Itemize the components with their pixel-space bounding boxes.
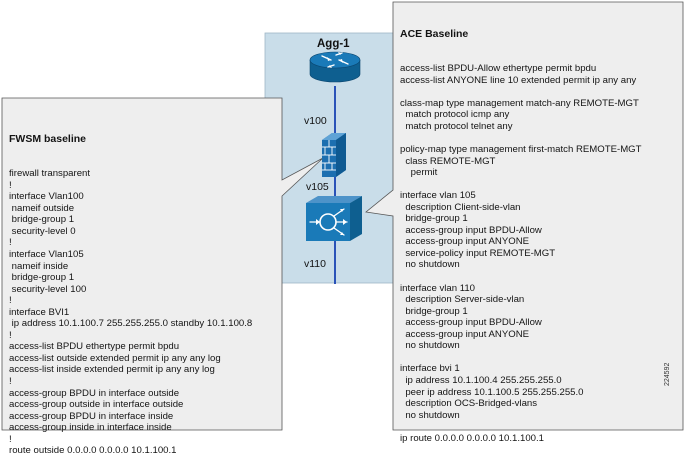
ace-config-line: interface vlan 110 bbox=[400, 282, 476, 294]
ace-module-icon bbox=[306, 196, 362, 241]
ace-config-line: permit bbox=[400, 167, 438, 179]
fwsm-config-line: ! bbox=[9, 237, 12, 249]
fwsm-config-line: access-list inside extended permit ip an… bbox=[9, 364, 215, 376]
fwsm-config-line: ! bbox=[9, 376, 12, 388]
fwsm-config-line: security-level 100 bbox=[9, 283, 87, 295]
ace-config-line: ip address 10.1.100.4 255.255.255.0 bbox=[400, 374, 562, 386]
ace-config-line: peer ip address 10.1.100.5 255.255.255.0 bbox=[400, 386, 584, 398]
fwsm-config-line: security-level 0 bbox=[9, 225, 76, 237]
ace-config-line bbox=[400, 86, 642, 98]
agg-switch-title: Agg-1 bbox=[317, 38, 350, 50]
ace-config-line: no shutdown bbox=[400, 409, 460, 421]
fwsm-config-line: interface BVI1 bbox=[9, 306, 70, 318]
ace-config-line bbox=[400, 352, 642, 364]
ace-config-line: class REMOTE-MGT bbox=[400, 155, 496, 167]
fwsm-config-line: bridge-group 1 bbox=[9, 272, 75, 284]
figure-id: 224592 bbox=[664, 362, 671, 386]
ace-callout-bubble bbox=[365, 1, 684, 431]
ace-config-line: class-map type management match-any REMO… bbox=[400, 97, 639, 109]
ace-config-line bbox=[400, 271, 642, 283]
ace-config-line bbox=[400, 132, 642, 144]
ace-config-line bbox=[400, 179, 642, 191]
ace-config-line: access-group input ANYONE bbox=[400, 328, 530, 340]
fwsm-config-line: ip address 10.1.100.7 255.255.255.0 stan… bbox=[9, 318, 253, 330]
ace-config-line: bridge-group 1 bbox=[400, 213, 468, 225]
network-diagram bbox=[1, 1, 684, 431]
fwsm-config-line: nameif inside bbox=[9, 260, 69, 272]
fwsm-config-line: access-list outside extended permit ip a… bbox=[9, 352, 221, 364]
ace-config-line: access-group input ANYONE bbox=[400, 236, 530, 248]
fwsm-config-lines: firewall transparent!interface Vlan100 n… bbox=[9, 168, 252, 457]
ace-config-line: policy-map type management first-match R… bbox=[400, 144, 642, 156]
router-icon bbox=[309, 51, 361, 83]
ace-config-line: no shutdown bbox=[400, 340, 460, 352]
fwsm-config-line: interface Vlan105 bbox=[9, 249, 84, 261]
ace-config-line: access-list BPDU-Allow ethertype permit … bbox=[400, 63, 597, 75]
fwsm-config-line: access-group outside in interface outsid… bbox=[9, 399, 184, 411]
fwsm-config-line: interface Vlan100 bbox=[9, 191, 84, 203]
ace-config-line: interface bvi 1 bbox=[400, 363, 460, 375]
ace-config-line: access-group input BPDU-Allow bbox=[400, 224, 542, 236]
ace-config-line: description OCS-Bridged-vlans bbox=[400, 398, 538, 410]
ace-config-line: interface vlan 105 bbox=[400, 190, 476, 202]
fwsm-config-line: bridge-group 1 bbox=[9, 214, 75, 226]
ace-config-line: description Client-side-vlan bbox=[400, 201, 521, 213]
ace-config-line: bridge-group 1 bbox=[400, 305, 468, 317]
ace-config-line: no shutdown bbox=[400, 259, 460, 271]
fwsm-title: FWSM baseline bbox=[9, 133, 87, 146]
fwsm-config-line: ! bbox=[9, 295, 12, 307]
fwsm-config-line: ! bbox=[9, 329, 12, 341]
ace-title: ACE Baseline bbox=[400, 28, 469, 41]
fwsm-config-line: firewall transparent bbox=[9, 168, 91, 180]
ace-config-lines: access-list BPDU-Allow ethertype permit … bbox=[400, 63, 642, 444]
ace-config-line bbox=[400, 421, 642, 433]
fwsm-callout-bubble bbox=[1, 97, 324, 431]
ace-config-line: service-policy input REMOTE-MGT bbox=[400, 247, 556, 259]
fwsm-config-line: access-group BPDU in interface inside bbox=[9, 410, 174, 422]
fwsm-config-line: access-group BPDU in interface outside bbox=[9, 387, 180, 399]
vlan-label-v105: v105 bbox=[306, 181, 329, 193]
vlan-label-v110: v110 bbox=[304, 258, 326, 270]
fwsm-config-line: ! bbox=[9, 433, 12, 445]
fwsm-config-line: ! bbox=[9, 179, 12, 191]
fwsm-config-line: nameif outside bbox=[9, 202, 75, 214]
ace-config-line: match protocol icmp any bbox=[400, 109, 510, 121]
ace-config-panel: ACE Baseline access-list BPDU-Allow ethe… bbox=[400, 5, 642, 456]
ace-config-line: access-list ANYONE line 10 extended perm… bbox=[400, 74, 637, 86]
ace-config-line: match protocol telnet any bbox=[400, 120, 513, 132]
ace-config-line: description Server-side-vlan bbox=[400, 294, 525, 306]
fwsm-config-line: access-list BPDU ethertype permit bpdu bbox=[9, 341, 180, 353]
fwsm-config-panel: FWSM baseline firewall transparent!inter… bbox=[9, 110, 252, 468]
ace-config-line: ip route 0.0.0.0 0.0.0.0 10.1.100.1 bbox=[400, 432, 545, 444]
ace-config-line: access-group input BPDU-Allow bbox=[400, 317, 542, 329]
firewall-icon bbox=[322, 133, 346, 177]
vlan-label-v100: v100 bbox=[304, 115, 327, 127]
fwsm-config-line: route outside 0.0.0.0 0.0.0.0 10.1.100.1 bbox=[9, 445, 177, 457]
fwsm-config-line: access-group inside in interface inside bbox=[9, 422, 172, 434]
